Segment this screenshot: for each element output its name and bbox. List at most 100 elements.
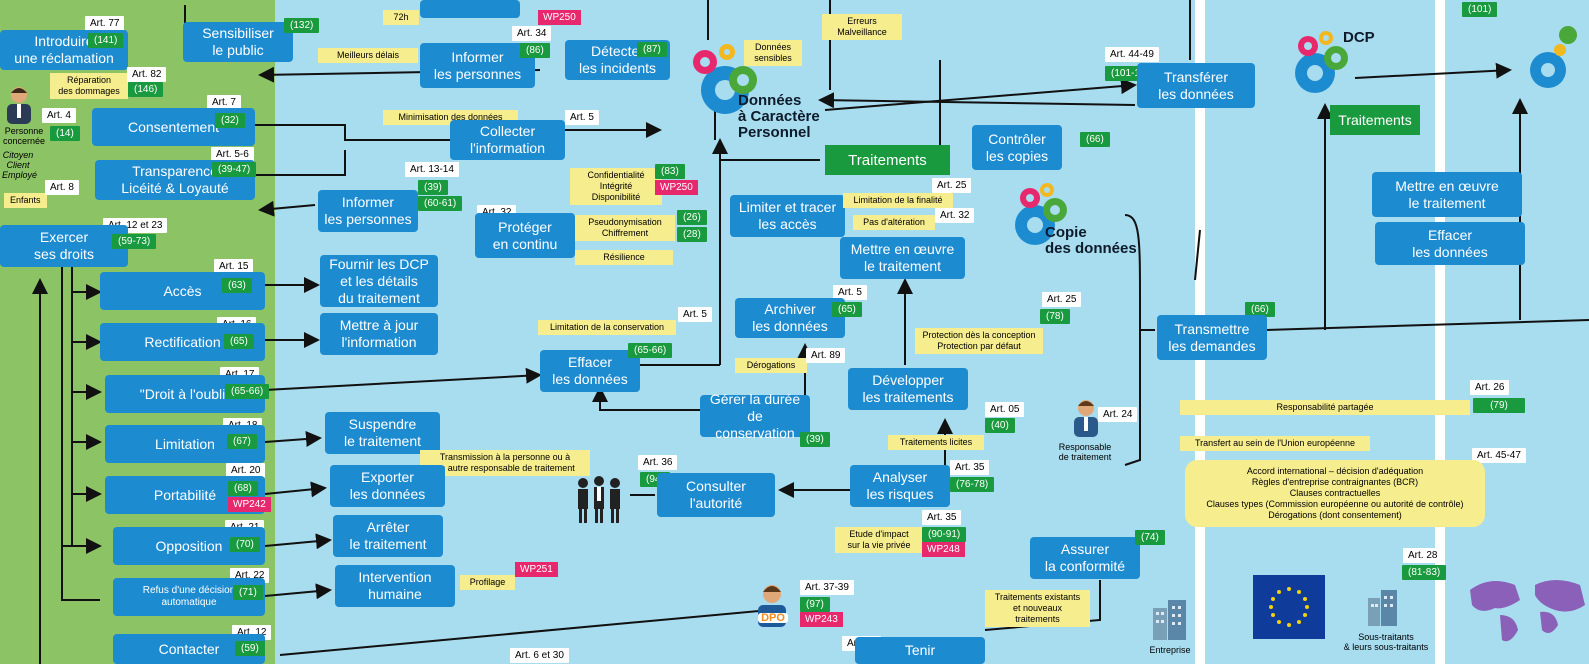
art-ref: Art. 20 — [226, 463, 266, 478]
enfants-note: Enfants — [4, 193, 47, 208]
tenir-registre-box[interactable]: Tenir — [855, 637, 985, 664]
art-ref: Art. 15 — [214, 259, 254, 274]
developper-box[interactable]: Développer les traitements — [848, 368, 968, 410]
art-ref: Art. 32 — [935, 208, 975, 223]
wp-ref: WP242 — [228, 497, 271, 512]
entreprise-label: Entreprise — [1149, 645, 1191, 655]
gears-icon — [1295, 31, 1348, 93]
recital-ref: (90-91) — [922, 527, 967, 542]
traitements-label: Traitements — [825, 145, 950, 175]
recital-ref: (14) — [50, 126, 80, 141]
transmettre-box[interactable]: Transmettre les demandes — [1157, 315, 1267, 360]
art-ref: Art. 89 — [806, 348, 846, 363]
exporter-box[interactable]: Exporter les données — [330, 465, 445, 507]
analyser-risques-box[interactable]: Analyser les risques — [850, 465, 950, 507]
limiter-acces-box[interactable]: Limiter et tracer les accès — [730, 195, 845, 237]
transmission-note: Transmission à la personne ou à un autre… — [420, 450, 590, 476]
gears-icon — [1530, 26, 1577, 88]
art-ref: Art. 6 et 30 — [510, 648, 569, 663]
mettre-oeuvre-mid-box[interactable]: Mettre en œuvre le traitement — [840, 237, 965, 279]
recital-ref: (65) — [224, 334, 254, 349]
mettre-oeuvre-box[interactable]: Mettre en œuvre le traitement — [1372, 172, 1522, 217]
limitation-box[interactable]: Limitation — [105, 425, 265, 463]
arreter-box[interactable]: Arrêter le traitement — [333, 515, 443, 557]
recital-ref: (146) — [128, 82, 164, 97]
wp-ref: WP248 — [922, 542, 965, 557]
wp-ref: WP243 — [800, 612, 843, 627]
art-ref: Art. 45-47 — [1472, 448, 1526, 463]
profilage-note: Profilage — [460, 575, 515, 590]
art-ref: Art. 24 — [1098, 407, 1138, 422]
art-ref: Art. 5 — [565, 110, 599, 125]
recital-ref: (40) — [985, 418, 1015, 433]
gears-icon — [693, 44, 757, 114]
informer-personnes-mid-box[interactable]: Informer les personnes — [318, 190, 418, 232]
informer-personnes-top-box[interactable]: Informer les personnes — [420, 43, 535, 88]
art-ref: Art. 05 — [985, 402, 1025, 417]
divider — [1435, 0, 1445, 664]
recital-ref: (60-61) — [418, 196, 463, 211]
mettre-jour-box[interactable]: Mettre à jour l'information — [320, 313, 438, 355]
art-ref: Art. 25 — [932, 178, 972, 193]
exercer-droits-box[interactable]: Exercer ses droits — [0, 225, 128, 267]
personne-label: Personne concernée — [2, 126, 46, 146]
building-icon — [1153, 600, 1186, 640]
collecter-box[interactable]: Collecter l'information — [450, 120, 565, 160]
archiver-box[interactable]: Archiver les données — [735, 298, 845, 338]
etude-note: Etude d'impact sur la vie privée — [835, 527, 923, 553]
art-ref: Art. 26 — [1470, 380, 1510, 395]
recital-ref: (68) — [228, 481, 258, 496]
recital-ref: (70) — [230, 537, 260, 552]
responsable-label: Responsable de traitement — [1058, 442, 1112, 462]
derogations-note: Dérogations — [735, 358, 807, 373]
wp-ref: WP251 — [515, 562, 558, 577]
recital-ref: (74) — [1135, 530, 1165, 545]
erreurs-note: Erreurs Malveillance — [822, 14, 902, 40]
effacer-box[interactable]: Effacer les données — [1375, 222, 1525, 265]
suspendre-box[interactable]: Suspendre le traitement — [325, 412, 440, 454]
controler-copies-box[interactable]: Contrôler les copies — [972, 125, 1062, 170]
art-ref: Art. 4 — [42, 108, 76, 123]
alteration-note: Pas d'altération — [853, 215, 935, 230]
recital-ref: (132) — [284, 18, 320, 33]
art-ref: Art. 25 — [1042, 292, 1082, 307]
sensibles-note: Données sensibles — [744, 40, 802, 66]
recital-ref: (67) — [227, 434, 257, 449]
recital-ref: (87) — [637, 42, 667, 57]
recital-ref: (66) — [1245, 302, 1275, 317]
introduire-reclamation-box[interactable]: Introduire une réclamation — [0, 30, 128, 70]
recital-ref: (79) — [1473, 398, 1525, 413]
recital-ref: (76-78) — [950, 477, 995, 492]
recital-ref: (59-73) — [112, 234, 157, 249]
autorite-box-top[interactable] — [420, 0, 520, 18]
proteger-box[interactable]: Protéger en continu — [475, 213, 575, 258]
recital-ref: (32) — [215, 113, 245, 128]
licites-note: Traitements licites — [888, 435, 984, 450]
effacer-mid-box[interactable]: Effacer les données — [540, 350, 640, 392]
intervention-box[interactable]: Intervention humaine — [335, 565, 455, 607]
rectification-box[interactable]: Rectification — [100, 323, 265, 361]
assurer-conformite-box[interactable]: Assurer la conformité — [1030, 537, 1140, 579]
existants-note: Traitements existants et nouveaux traite… — [985, 590, 1090, 627]
recital-ref: (141) — [88, 33, 124, 48]
gerer-duree-box[interactable]: Gérer la durée de conservation — [700, 391, 810, 441]
dcp-title: Données à Caractère Personnel — [738, 92, 820, 141]
art-ref: Art. 5 — [833, 285, 867, 300]
art-ref: Art. 44-49 — [1105, 47, 1159, 62]
art-ref: Art. 37-39 — [800, 580, 854, 595]
recital-ref: (65-66) — [225, 384, 270, 399]
recital-ref: (26) — [677, 210, 707, 225]
sous-traitants-label: Sous-traitants & leurs sous-traitants — [1343, 632, 1429, 652]
eu-flag-icon — [1253, 575, 1325, 639]
recital-ref: (71) — [233, 585, 263, 600]
transferer-box[interactable]: Transférer les données — [1137, 63, 1255, 108]
world-map-icon — [1470, 580, 1585, 642]
art-ref: Art. 28 — [1403, 548, 1443, 563]
consulter-autorite-box[interactable]: Consulter l'autorité — [657, 473, 775, 517]
recital-ref: (39-47) — [212, 162, 257, 177]
fournir-dcp-box[interactable]: Fournir les DCP et les détails du traite… — [320, 255, 438, 307]
sensibiliser-box[interactable]: Sensibiliser le public — [183, 22, 293, 62]
recital-ref: (65-66) — [628, 343, 673, 358]
